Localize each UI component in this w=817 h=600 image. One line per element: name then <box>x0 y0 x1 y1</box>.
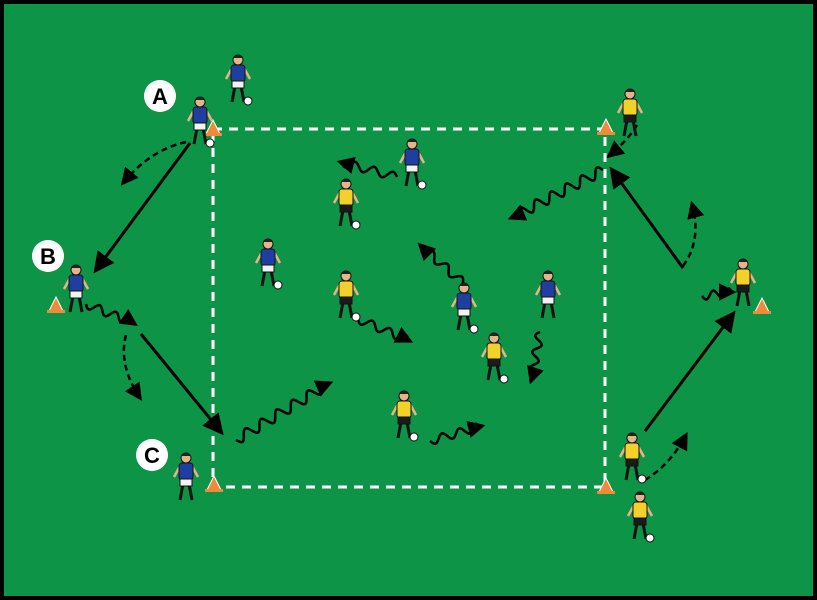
blue-player <box>254 238 283 290</box>
grid-boundary <box>211 127 607 489</box>
dribble-arrow <box>336 156 399 179</box>
label-b: B <box>32 240 64 272</box>
ball-icon <box>351 220 361 230</box>
yellow-player <box>390 390 419 442</box>
blue-player <box>450 282 479 334</box>
run-arrow <box>122 334 142 401</box>
cone-icon <box>47 295 65 313</box>
yellow-player <box>332 270 361 322</box>
label-c: C <box>136 439 168 471</box>
yellow-player <box>480 332 509 384</box>
dribble-arrow <box>235 380 334 444</box>
arrows-layer <box>84 124 737 482</box>
cone-icon <box>205 474 223 492</box>
pass-arrow <box>93 142 192 274</box>
yellow-player <box>616 88 644 137</box>
ball-icon <box>645 533 655 543</box>
yellow-player <box>618 432 647 484</box>
ball-icon <box>469 324 479 334</box>
label-c-text: C <box>144 443 160 468</box>
cone-icon <box>597 476 615 494</box>
ball-icon <box>637 474 647 484</box>
dribble-arrow <box>701 283 737 301</box>
blue-player <box>62 264 90 313</box>
cone-icon <box>597 117 615 135</box>
blue-player <box>398 138 427 190</box>
cone-icon <box>753 296 771 314</box>
label-a: A <box>144 80 176 112</box>
label-a-text: A <box>152 84 168 109</box>
dribble-arrow <box>429 420 486 445</box>
players-layer <box>62 54 757 543</box>
pitch-grass <box>4 4 813 596</box>
ball-icon <box>409 432 419 442</box>
blue-player <box>534 270 562 319</box>
dribble-arrow <box>84 303 138 326</box>
blue-player <box>224 54 253 106</box>
dribble-arrow <box>356 318 414 343</box>
pass-arrow <box>609 166 685 269</box>
cones-layer <box>47 117 771 494</box>
ball-icon <box>273 280 283 290</box>
dribble-arrow <box>527 330 544 385</box>
pass-arrow <box>139 333 224 436</box>
dribble-arrow <box>507 166 604 221</box>
ball-icon <box>351 312 361 322</box>
ball-icon <box>417 180 427 190</box>
ball-icon <box>499 374 509 384</box>
blue-player <box>172 452 200 501</box>
yellow-player <box>626 491 655 543</box>
pass-arrow <box>643 310 736 432</box>
dribble-arrow <box>417 242 465 283</box>
ball-icon <box>243 96 253 106</box>
run-arrow <box>644 431 688 482</box>
yellow-player <box>332 178 361 230</box>
run-arrow <box>681 200 705 267</box>
blue-player <box>186 96 215 148</box>
ball-icon <box>205 138 215 148</box>
cone-icon <box>204 118 222 136</box>
label-b-text: B <box>40 244 56 269</box>
yellow-player <box>729 258 757 307</box>
